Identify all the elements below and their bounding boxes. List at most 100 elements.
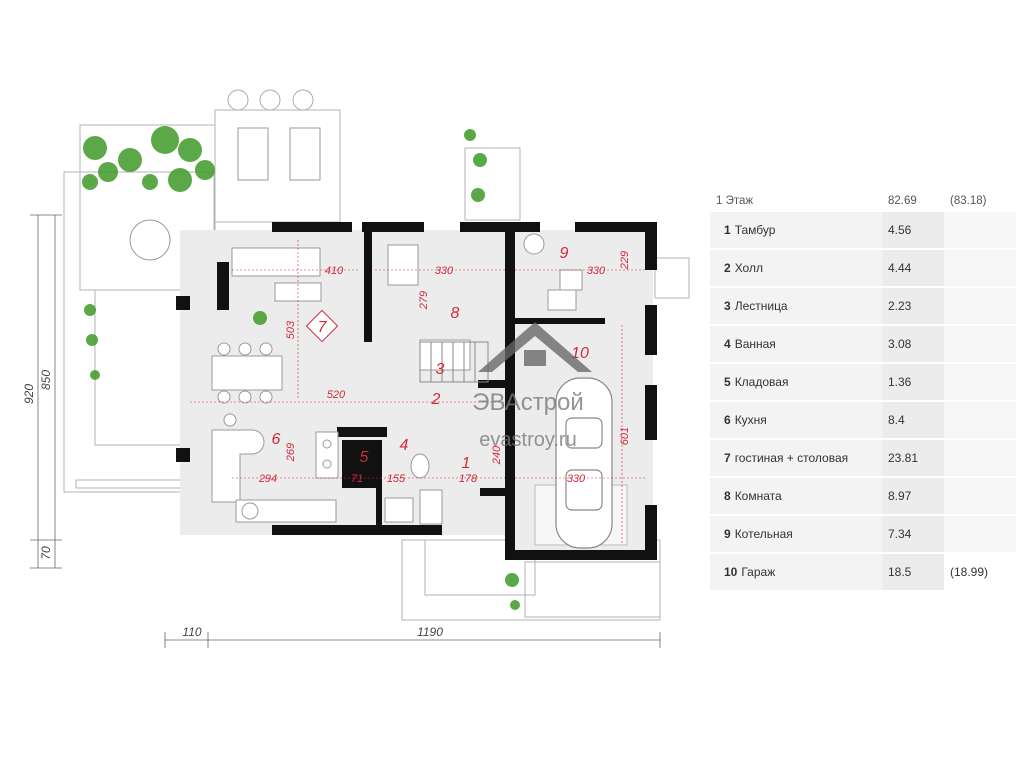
dim-279: 279 (418, 291, 430, 310)
outer-dimension-values: 920 850 70 110 1190 (22, 370, 443, 639)
room-area: 23.81 (882, 440, 944, 478)
watermark: ЭВАстрой evastroy.ru (472, 322, 592, 451)
floor-area: 82.69 (888, 195, 917, 207)
car-icon (555, 377, 613, 549)
dim-178: 178 (459, 473, 478, 485)
dim-294: 294 (258, 473, 277, 485)
room-area: 8.97 (882, 478, 944, 516)
dim-850: 850 (39, 370, 53, 390)
room-number: 8 (724, 489, 731, 503)
floor-plan: 7 8 9 10 3 2 6 5 4 1 410 330 330 520 294… (22, 89, 690, 648)
dim-1190: 1190 (417, 625, 443, 639)
room-number: 1 (724, 223, 731, 237)
room-name: Кухня (734, 413, 767, 427)
room-number: 10 (724, 565, 738, 579)
room-area: 3.08 (882, 326, 944, 364)
room-name: Ванная (734, 337, 776, 351)
floor-area-alt: (83.18) (950, 195, 987, 207)
watermark-brand: ЭВАстрой (472, 389, 584, 416)
room-name: Тамбур (734, 223, 776, 237)
room-area-alt (944, 402, 1016, 440)
room-label-2: 2 (431, 391, 441, 408)
room-number: 3 (724, 299, 731, 313)
room-area-alt (944, 440, 1016, 478)
room-label-3: 3 (436, 361, 445, 378)
furniture (129, 127, 583, 525)
room-name: Кладовая (734, 375, 789, 389)
room-label-9: 9 (560, 245, 569, 262)
dim-70: 70 (39, 546, 53, 560)
room-number: 2 (724, 261, 731, 275)
dimension-values: 410 330 330 520 294 71 155 178 330 229 2… (258, 251, 631, 485)
room-number: 5 (724, 375, 731, 389)
dim-71: 71 (351, 473, 363, 485)
room-name: Комната (734, 489, 782, 503)
room-area-alt: (18.99) (944, 554, 1016, 592)
room-name: Лестница (734, 299, 788, 313)
room-name: Холл (734, 261, 763, 275)
room-label-1: 1 (462, 455, 471, 472)
floor-summary-row: 1 Этаж 82.69 (83.18) (710, 190, 1016, 212)
room-area-alt (944, 516, 1016, 554)
room-area: 2.23 (882, 288, 944, 326)
dimension-lines (190, 240, 645, 545)
room-label-8: 8 (451, 305, 460, 322)
floor-label: 1 Этаж (716, 195, 754, 207)
outer-dimension-lines (30, 214, 661, 648)
room-area: 4.56 (882, 212, 944, 250)
room-area: 7.34 (882, 516, 944, 554)
room-7-marker (305, 309, 339, 343)
room-area: 8.4 (882, 402, 944, 440)
room-name: Гараж (741, 565, 776, 579)
watermark-site: evastroy.ru (479, 429, 576, 451)
room-number: 9 (724, 527, 731, 541)
room-label-7: 7 (318, 319, 328, 336)
room-area-alt (944, 326, 1016, 364)
dim-330-boiler: 330 (587, 265, 606, 277)
room-name: гостиная + столовая (734, 451, 849, 465)
room-number: 4 (724, 337, 731, 351)
room-label-5: 5 (360, 449, 369, 466)
dim-503: 503 (285, 320, 297, 339)
room-label-6: 6 (272, 431, 281, 448)
dim-601: 601 (619, 427, 631, 445)
room-labels: 7 8 9 10 3 2 6 5 4 1 (272, 245, 589, 472)
dim-155: 155 (387, 473, 406, 485)
dim-920: 920 (22, 384, 36, 404)
room-label-4: 4 (400, 437, 409, 454)
room-area: 4.44 (882, 250, 944, 288)
dim-330-garage: 330 (567, 473, 586, 485)
room-area-alt (944, 212, 1016, 250)
plant-icons (82, 126, 520, 610)
dim-269: 269 (285, 443, 297, 462)
room-area-alt (944, 288, 1016, 326)
room-area-alt (944, 364, 1016, 402)
dim-410: 410 (325, 265, 344, 277)
room-area-alt (944, 478, 1016, 516)
dim-330-top: 330 (435, 265, 454, 277)
room-name: Котельная (734, 527, 793, 541)
stairs (419, 341, 489, 383)
room-area: 18.5 (882, 554, 944, 592)
room-number: 7 (724, 451, 731, 465)
